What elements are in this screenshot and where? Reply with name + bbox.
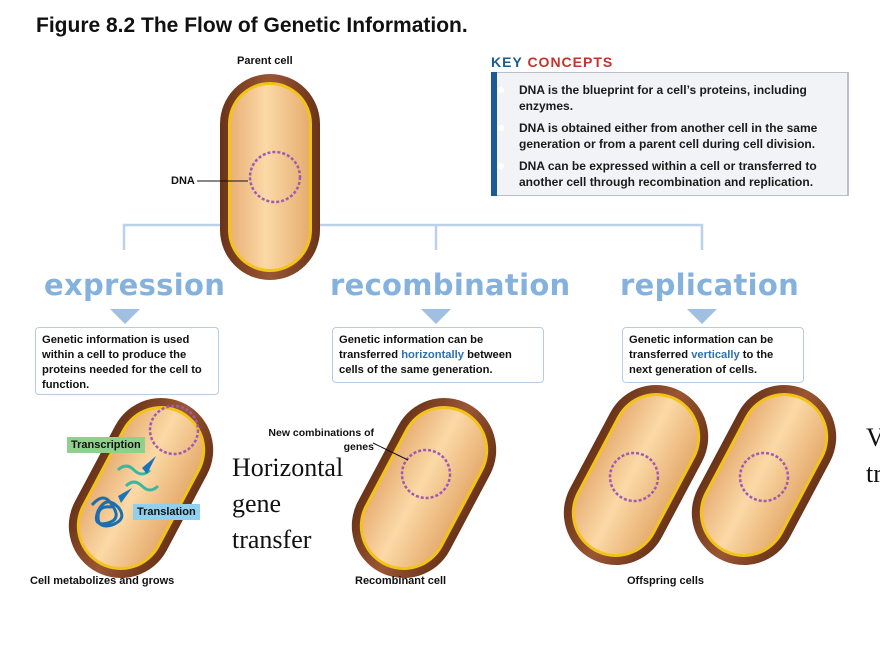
key-title-part2: CONCEPTS — [527, 54, 614, 70]
note-line: gene — [232, 489, 282, 518]
recombination-title: recombination — [330, 268, 571, 302]
replication-description: Genetic information can be transferred v… — [622, 327, 804, 383]
bullet-icon — [498, 87, 504, 93]
recombinant-dna-ring — [400, 448, 452, 500]
cell-metabolizes-caption: Cell metabolizes and grows — [30, 575, 175, 587]
vertically-highlight: vertically — [691, 349, 740, 361]
transcription-tag: Transcription — [67, 437, 145, 453]
key-concepts-bar — [491, 72, 497, 196]
connector-lines — [122, 214, 704, 250]
fragment-line: tr — [866, 459, 880, 488]
replication-desc-end: to the next generation of cells. — [629, 349, 774, 376]
right-edge-fragment: V tr — [866, 420, 880, 492]
horizontally-highlight: horizontally — [401, 349, 464, 361]
expression-description: Genetic information is used within a cel… — [35, 327, 219, 395]
offspring-left-dna-ring — [608, 451, 660, 503]
recombination-desc-start: Genetic information can be transferred — [339, 334, 484, 361]
key-concept-item: DNA can be expressed within a cell or tr… — [519, 159, 817, 189]
dna-label: DNA — [171, 175, 195, 187]
parent-cell — [220, 74, 320, 280]
protein-coil — [90, 496, 124, 528]
horizontal-gene-transfer-note: Horizontal gene transfer — [232, 450, 343, 558]
bullet-icon — [498, 125, 504, 131]
recombinant-cell — [351, 398, 497, 578]
recombination-arrow — [421, 309, 451, 324]
recombinant-cell-caption: Recombinant cell — [355, 575, 447, 587]
translation-tag: Translation — [133, 504, 200, 520]
offspring-right-dna-ring — [738, 451, 790, 503]
key-title-part1: KEY — [491, 54, 523, 70]
process-arrows — [110, 309, 717, 324]
replication-arrow — [687, 309, 717, 324]
new-combinations-pointer — [372, 442, 409, 461]
key-concept-item: DNA is obtained either from another cell… — [519, 121, 818, 151]
expression-title: expression — [44, 268, 226, 302]
bullet-icon — [498, 163, 504, 169]
new-combinations-label: New combinations of genes — [268, 427, 374, 453]
key-concepts-panel — [491, 72, 849, 196]
recombination-description: Genetic information can be transferred h… — [332, 327, 544, 383]
note-line: transfer — [232, 525, 312, 554]
replication-desc-start: Genetic information can be transferred — [629, 334, 774, 361]
parent-cell-label: Parent cell — [237, 55, 293, 67]
expression-dna-ring — [148, 404, 200, 456]
key-concepts-title: KEY CONCEPTS — [491, 54, 613, 70]
expression-arrow — [110, 309, 140, 324]
fragment-line: V — [866, 423, 880, 452]
process-small-arrows — [118, 456, 156, 503]
offspring-cell-left — [563, 385, 709, 565]
connector-bracket — [122, 223, 704, 250]
key-concept-item: DNA is the blueprint for a cell’s protei… — [519, 83, 807, 113]
recombination-desc-end: between cells of the same generation. — [339, 349, 512, 376]
offspring-cell-right — [691, 385, 837, 565]
key-concepts-box: KEY CONCEPTS DNA is the blueprint for a … — [491, 54, 849, 196]
replication-title: replication — [620, 268, 800, 302]
note-line: Horizontal — [232, 453, 344, 482]
offspring-cells-caption: Offspring cells — [627, 575, 705, 587]
figure-title: Figure 8.2 The Flow of Genetic Informati… — [36, 14, 468, 37]
expression-cell — [68, 398, 214, 578]
transcription-mrna — [116, 464, 160, 492]
